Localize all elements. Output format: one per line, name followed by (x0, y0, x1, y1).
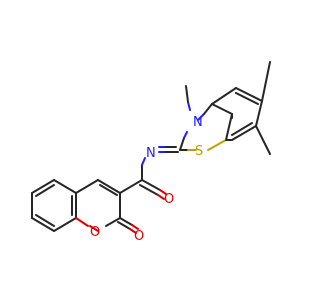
bond (35, 214, 55, 227)
bond (255, 100, 263, 127)
bond (141, 157, 146, 166)
bond (117, 221, 131, 230)
bond (261, 61, 271, 102)
bond (211, 87, 237, 105)
bonds (31, 61, 271, 234)
bond (31, 217, 55, 232)
bond (255, 125, 271, 155)
bond (157, 194, 165, 200)
bond (89, 225, 99, 232)
bond (231, 122, 253, 136)
bond (203, 103, 213, 115)
bond (99, 184, 118, 196)
atom-n-imine: N (146, 146, 156, 161)
bond (141, 179, 161, 191)
bond (235, 92, 259, 105)
bond (35, 184, 55, 197)
bond (53, 179, 77, 194)
bond (187, 101, 191, 111)
bond (183, 131, 188, 139)
bond (119, 217, 133, 226)
bond (225, 113, 233, 141)
bond (119, 179, 143, 194)
bond (97, 179, 121, 194)
bond (75, 179, 99, 194)
bond (159, 189, 167, 195)
bond (139, 184, 159, 196)
bond (179, 137, 185, 151)
atom-o-carbonyl: O (134, 229, 144, 244)
atom-s-ring: S (195, 144, 203, 159)
bond (75, 217, 89, 227)
bond (207, 139, 227, 151)
atom-labels: N N S O O O (90, 115, 203, 244)
bond (31, 179, 55, 194)
bond (131, 224, 139, 230)
bond (211, 103, 233, 115)
bond (53, 217, 77, 232)
atom-n-ring: N (193, 115, 203, 130)
atom-o-lactone-ring: O (90, 225, 100, 240)
bond (105, 217, 121, 227)
bond (197, 113, 205, 121)
bond (231, 125, 257, 141)
bond (235, 87, 263, 102)
bond (129, 228, 137, 234)
atom-o-amide: O (164, 192, 174, 207)
bond (185, 85, 189, 103)
molecule-structure: N N S O O O (31, 61, 271, 244)
